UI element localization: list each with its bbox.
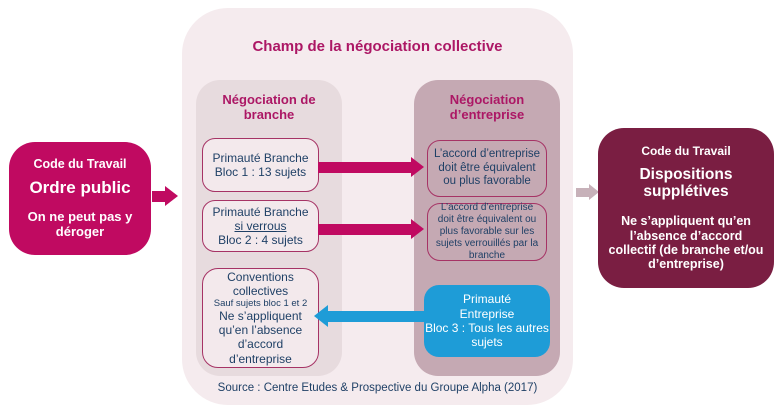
scope-title: Champ de la négociation collective	[252, 38, 503, 55]
branch-conventions-box: Conventions collectives Sauf sujets bloc…	[202, 268, 319, 368]
branch-conventions-title: Conventions collectives	[227, 270, 294, 299]
branch-conventions-small: Sauf sujets bloc 1 et 2	[213, 297, 308, 309]
enterprise-bloc3-line2: Entreprise	[459, 306, 515, 321]
ordre-box-note: On ne peut pas y déroger	[27, 209, 133, 239]
code-travail-ordre-public-box: Code du Travail Ordre public On ne peut …	[9, 142, 151, 255]
enterprise-column-header: Négociation d’entreprise	[449, 92, 525, 122]
arrow-bloc2-to-enterprise	[318, 219, 424, 239]
arrow-bloc3-to-conventions	[314, 305, 424, 327]
enterprise-bloc3-line3: Bloc 3 : Tous les autres sujets	[425, 321, 549, 350]
arrow-shaft	[318, 223, 411, 235]
ordre-box-heading: Ordre public	[29, 178, 131, 198]
arrow-shaft	[152, 190, 165, 202]
suppletives-box-title: Code du Travail	[641, 144, 731, 159]
branch-bloc2-line3: Bloc 2 : 4 sujets	[218, 233, 303, 248]
source-caption: Source : Centre Etudes & Prospective du …	[217, 382, 538, 394]
branch-column: Négociation de branche Primauté Branche …	[196, 80, 342, 376]
arrow-shaft	[576, 187, 589, 197]
arrow-left-head-icon	[314, 305, 328, 327]
negotiation-scope-container: Champ de la négociation collective Négoc…	[182, 8, 573, 405]
arrow-shaft	[318, 161, 411, 173]
arrow-right-head-icon	[589, 184, 599, 200]
enterprise-bloc3-line1: Primauté	[462, 292, 512, 307]
branch-bloc1-line2: Bloc 1 : 13 sujets	[214, 165, 307, 179]
ordre-box-title: Code du Travail	[33, 157, 127, 172]
branch-bloc2-box: Primauté Branche si verrous Bloc 2 : 4 s…	[202, 200, 319, 252]
branch-bloc1-box: Primauté Branche Bloc 1 : 13 sujets	[202, 138, 319, 192]
branch-bloc2-line2: si verrous	[234, 218, 287, 233]
enterprise-box1: L’accord d’entreprise doit être équivale…	[427, 140, 547, 197]
branch-bloc1-line1: Primauté Branche	[212, 150, 309, 165]
arrow-right-head-icon	[165, 186, 178, 206]
arrow-ordre-to-scope	[152, 186, 178, 206]
arrow-scope-to-suppletives	[576, 184, 599, 200]
arrow-shaft	[328, 310, 424, 322]
enterprise-column: Négociation d’entreprise L’accord d’entr…	[414, 80, 560, 376]
branch-column-header: Négociation de branche	[222, 92, 316, 122]
suppletives-box-body: Ne s’appliquent qu’en l’absence d’accord…	[608, 214, 764, 272]
arrow-right-head-icon	[411, 157, 424, 177]
code-travail-suppletives-box: Code du Travail Dispositions supplétives…	[598, 128, 774, 288]
arrow-right-head-icon	[411, 219, 424, 239]
enterprise-bloc3-box: Primauté Entreprise Bloc 3 : Tous les au…	[424, 285, 550, 357]
arrow-bloc1-to-enterprise	[318, 157, 424, 177]
suppletives-box-heading: Dispositions supplétives	[639, 166, 733, 201]
enterprise-box2: L’accord d’entreprise doit être équivale…	[427, 202, 547, 261]
branch-bloc2-line1: Primauté Branche	[212, 204, 309, 219]
branch-conventions-body: Ne s’appliquent qu’en l’absence d’accord…	[218, 309, 303, 366]
